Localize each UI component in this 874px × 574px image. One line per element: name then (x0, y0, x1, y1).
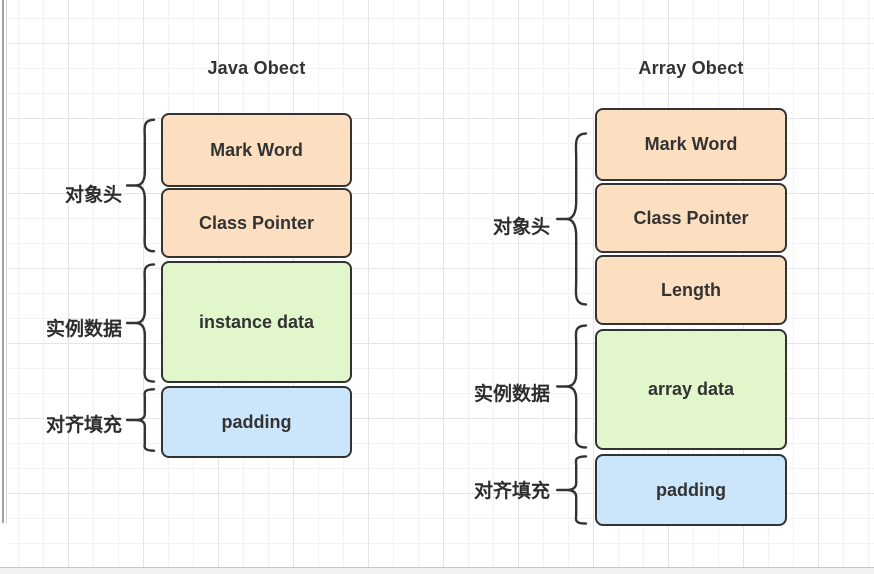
array-instance-data-group-label[interactable]: 实例数据 (473, 384, 550, 405)
java-instance-data-label: instance data (198, 311, 315, 332)
array-instance-data-brace[interactable] (556, 323, 586, 450)
array-padding-block[interactable]: padding (595, 454, 787, 526)
java-mark-word-block[interactable]: Mark Word (161, 113, 352, 187)
java-object-header-brace[interactable] (126, 117, 154, 254)
java-class-pointer-block[interactable]: Class Pointer (161, 188, 352, 258)
java-padding-label: padding (221, 411, 292, 432)
java-object-title[interactable]: Java Obect (207, 58, 306, 78)
java-instance-data-brace[interactable] (126, 262, 154, 384)
array-object-title[interactable]: Array Obect (638, 58, 744, 78)
array-alignment-padding-brace[interactable] (556, 455, 586, 525)
java-alignment-padding-brace[interactable] (126, 388, 154, 452)
java-padding-block[interactable]: padding (161, 386, 352, 458)
java-instance-data-group-label[interactable]: 实例数据 (45, 319, 122, 340)
java-alignment-padding-label[interactable]: 对齐填充 (45, 415, 122, 436)
vertical-scrollbar-highlight (6, 0, 7, 523)
canvas-bottom-divider (0, 567, 874, 568)
array-mark-word-label: Mark Word (644, 134, 738, 154)
array-length-block[interactable]: Length (595, 255, 787, 325)
java-instance-data-block[interactable]: instance data (161, 261, 352, 383)
java-object-header-label[interactable]: 对象头 (64, 185, 122, 206)
java-class-pointer-label: Class Pointer (198, 212, 315, 233)
array-class-pointer-label: Class Pointer (633, 207, 749, 228)
vertical-scrollbar[interactable] (2, 0, 4, 523)
array-object-header-label[interactable]: 对象头 (492, 217, 550, 238)
array-mark-word-block[interactable]: Mark Word (595, 108, 787, 181)
left-gutter (0, 0, 9, 574)
array-length-label: Length (661, 279, 721, 300)
array-data-label: array data (647, 379, 735, 399)
array-data-block[interactable]: array data (595, 329, 787, 450)
array-alignment-padding-label[interactable]: 对齐填充 (473, 481, 550, 502)
array-padding-label: padding (656, 479, 726, 500)
java-mark-word-label: Mark Word (210, 139, 303, 160)
array-class-pointer-block[interactable]: Class Pointer (595, 183, 787, 253)
horizontal-scrollbar[interactable] (0, 568, 874, 574)
array-object-header-brace[interactable] (556, 130, 586, 308)
